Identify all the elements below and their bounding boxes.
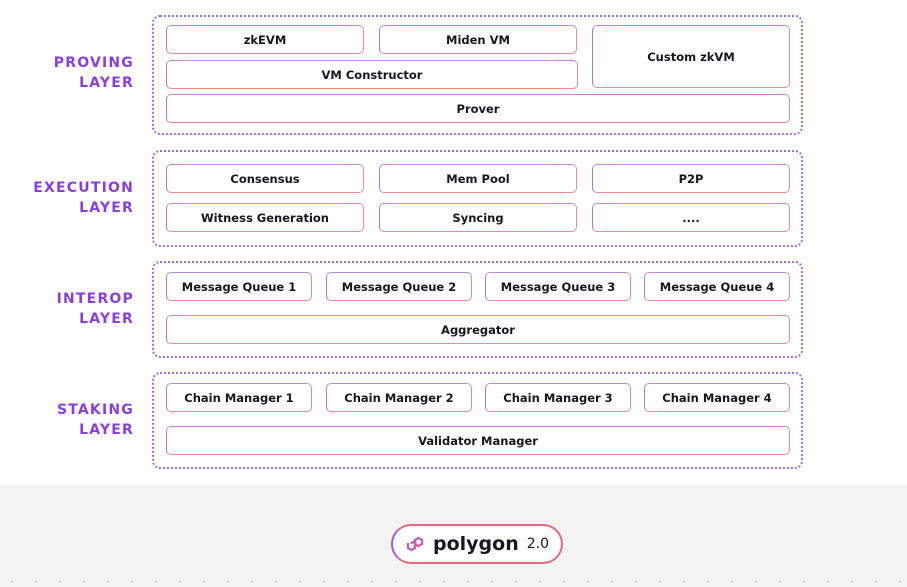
chain-manager-4-box: Chain Manager 4 [644,383,790,412]
miden-vm-box: Miden VM [379,25,577,54]
brand-version: 2.0 [526,536,549,552]
vm-constructor-box: VM Constructor [166,60,578,89]
consensus-box: Consensus [166,164,364,193]
validator-manager-box: Validator Manager [166,426,790,455]
message-queue-2-box: Message Queue 2 [326,272,472,301]
witness-generation-box: Witness Generation [166,203,364,232]
custom-zkvm-box: Custom zkVM [592,25,790,88]
polygon-logo-badge: polygon 2.0 [391,524,563,564]
chain-manager-1-box: Chain Manager 1 [166,383,312,412]
mem-pool-box: Mem Pool [379,164,577,193]
polygon-logo-icon [406,536,424,552]
brand-name: polygon [433,533,519,555]
message-queue-1-box: Message Queue 1 [166,272,312,301]
aggregator-box: Aggregator [166,315,790,344]
chain-manager-2-box: Chain Manager 2 [326,383,472,412]
message-queue-4-box: Message Queue 4 [644,272,790,301]
footer: polygon 2.0 [0,485,907,587]
chain-manager-3-box: Chain Manager 3 [485,383,631,412]
prover-box: Prover [166,94,790,123]
footer-dotted-divider [0,580,907,583]
ellipsis-box: .... [592,203,790,232]
zkevm-box: zkEVM [166,25,364,54]
message-queue-3-box: Message Queue 3 [485,272,631,301]
p2p-box: P2P [592,164,790,193]
syncing-box: Syncing [379,203,577,232]
